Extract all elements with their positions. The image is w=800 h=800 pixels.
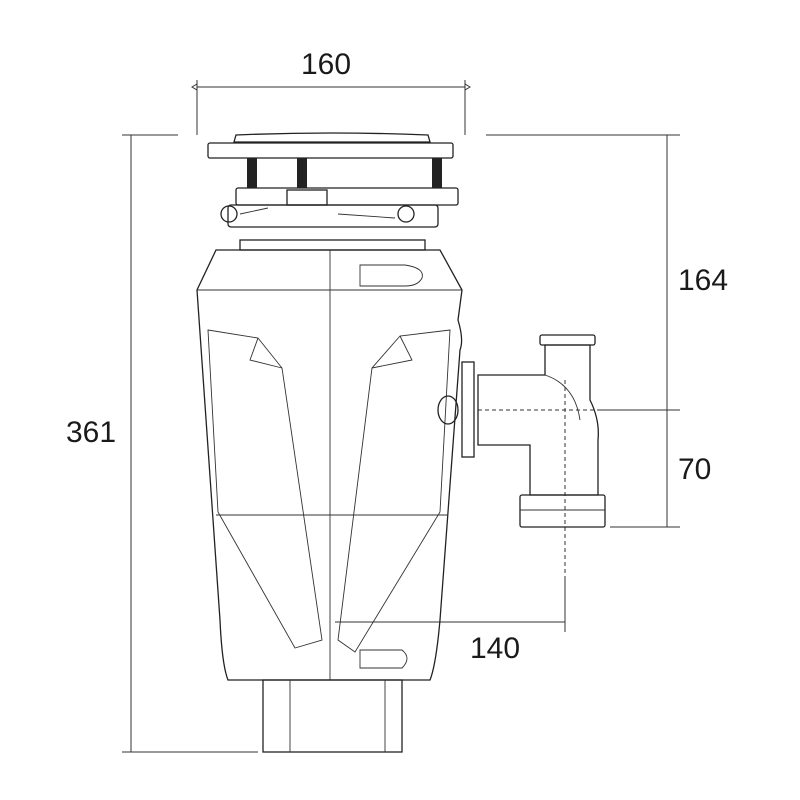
dimension-width-top: 160 bbox=[301, 48, 352, 81]
motor-body bbox=[196, 249, 463, 753]
dimension-inlet-to-outlet: 164 bbox=[678, 264, 729, 297]
dimension-outlet-drop: 70 bbox=[678, 453, 712, 486]
mounting-assembly bbox=[207, 132, 459, 251]
outlet-elbow-pipe bbox=[437, 334, 606, 528]
dimension-lines bbox=[122, 80, 680, 753]
dimension-outlet-offset: 140 bbox=[470, 632, 521, 665]
dimension-total-height: 361 bbox=[66, 416, 117, 449]
